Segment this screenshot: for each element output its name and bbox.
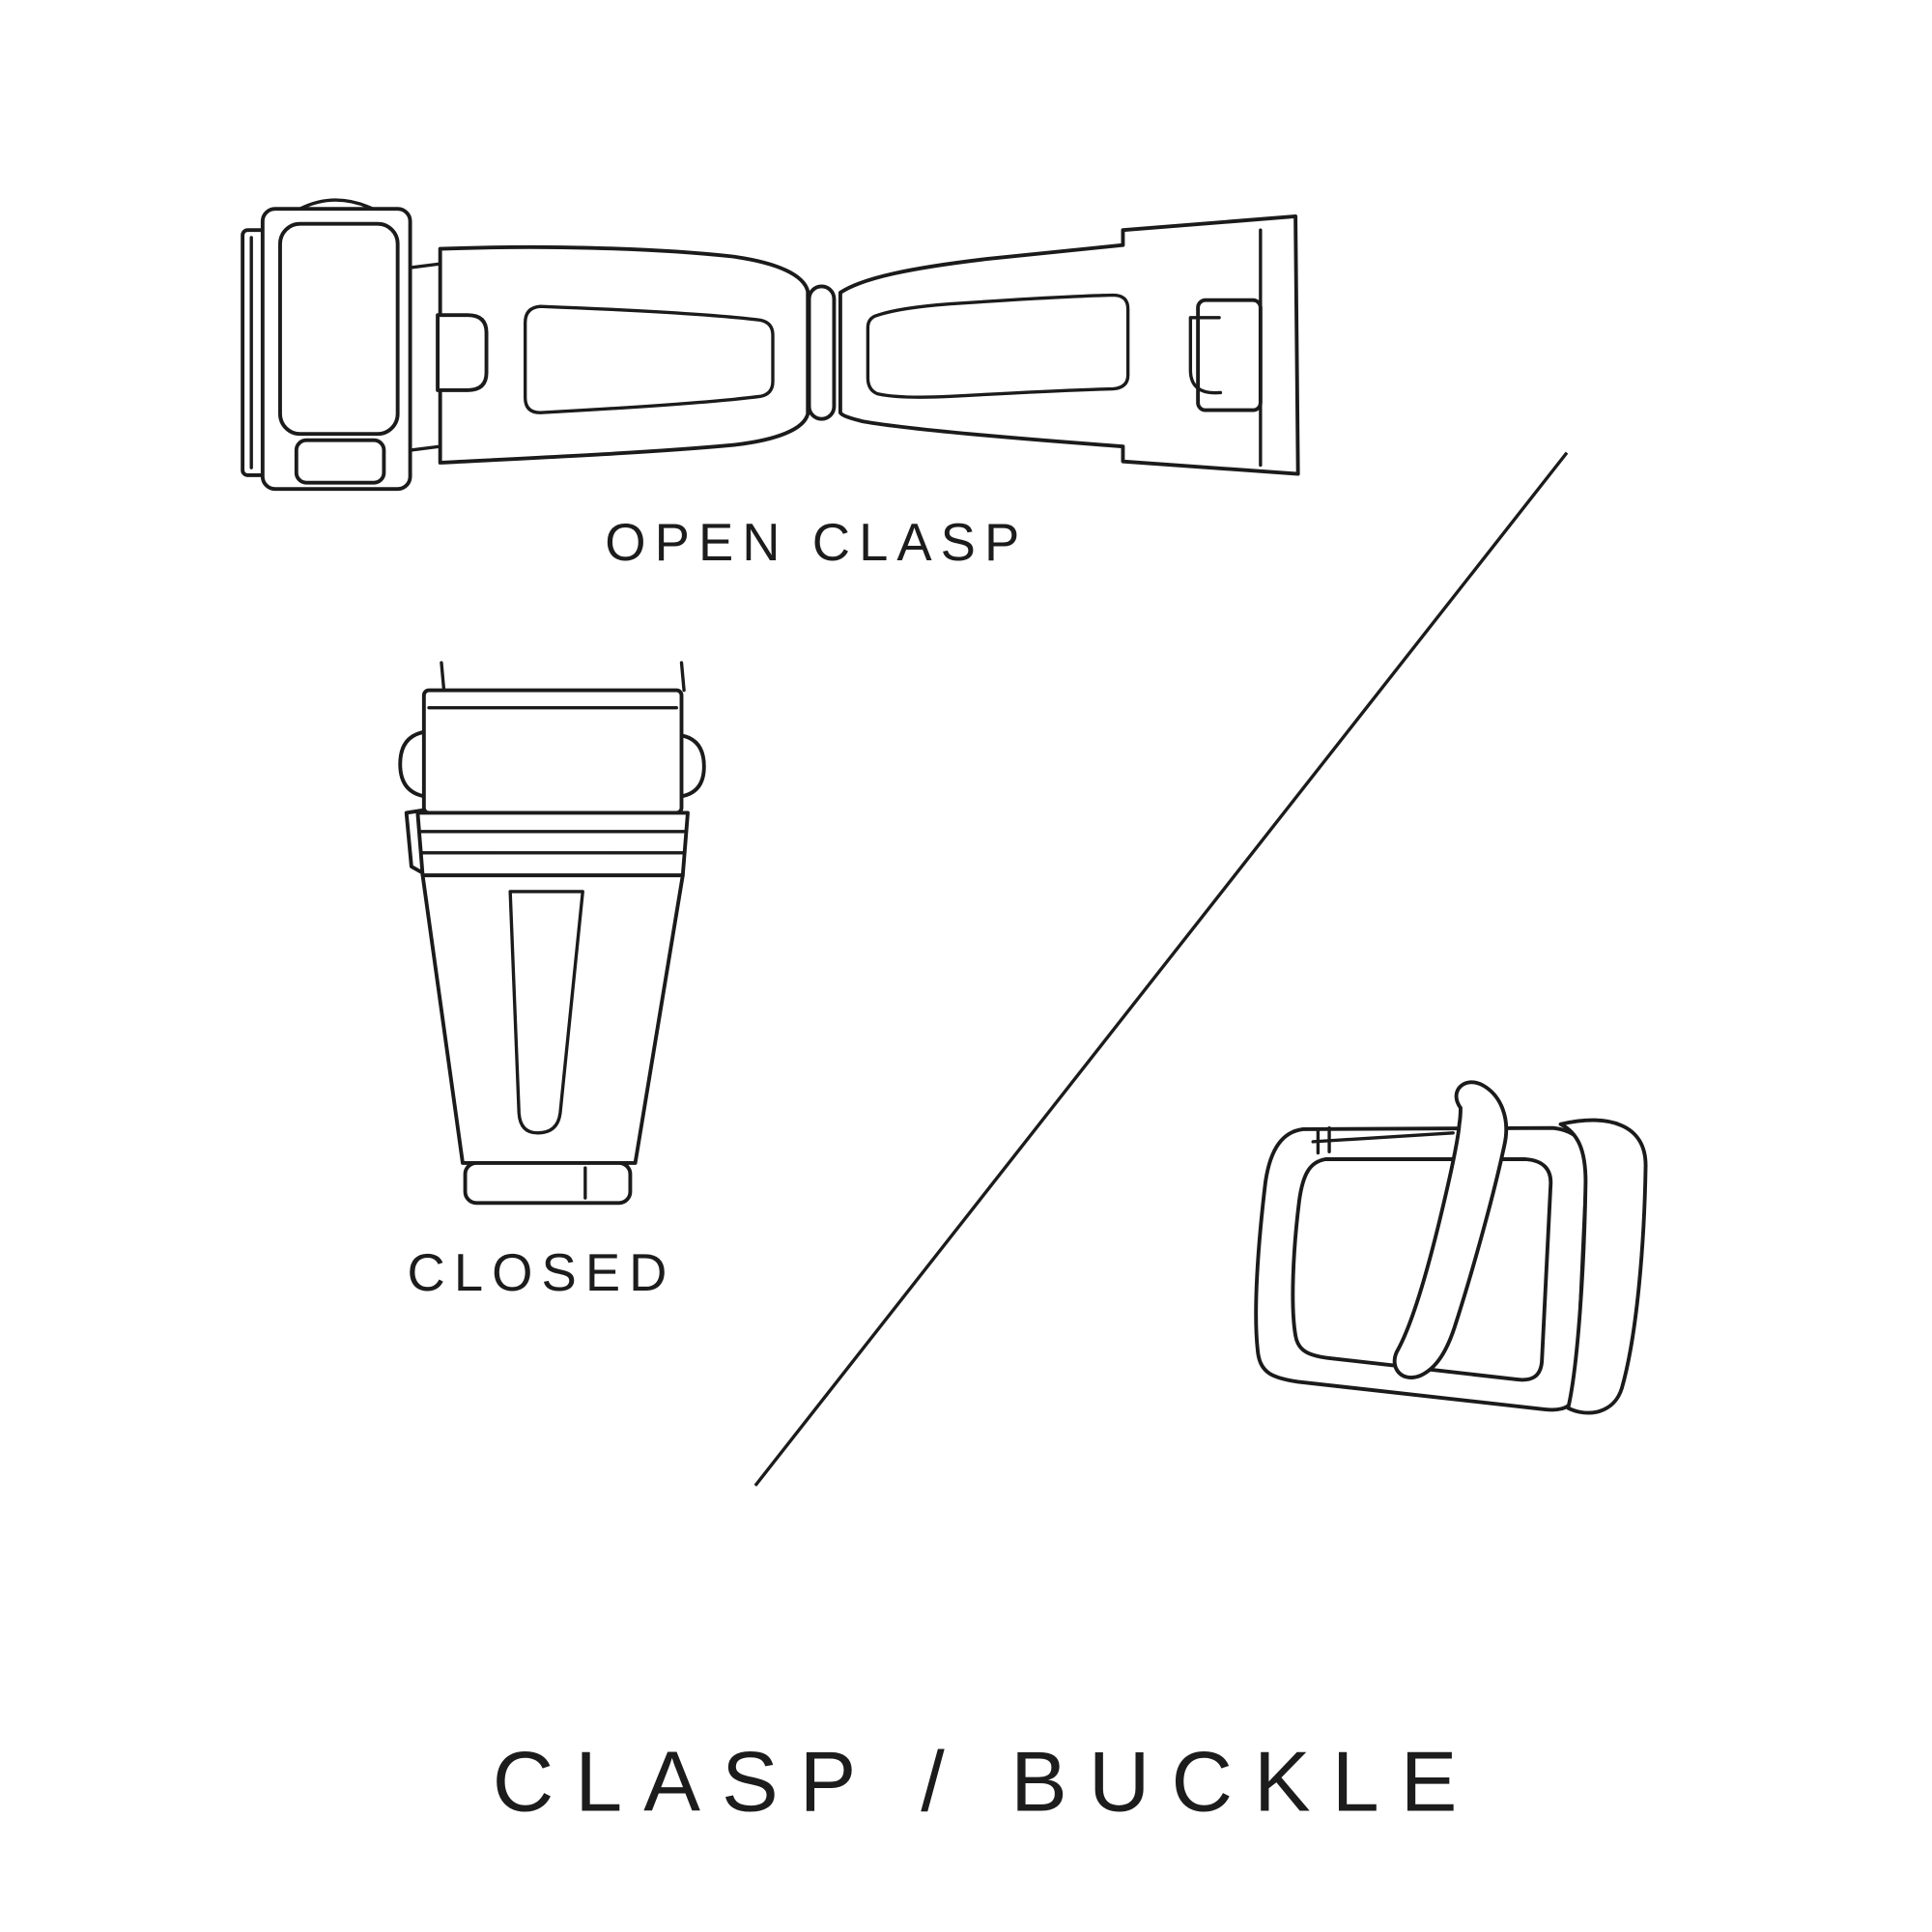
closed-clasp-bump-left — [398, 729, 429, 799]
open-clasp-right-window — [866, 293, 1130, 399]
open-clasp-label: OPEN CLASP — [605, 513, 1028, 572]
divider-line — [753, 451, 1569, 1487]
closed-clasp-prong-left — [440, 661, 446, 693]
open-clasp-left-notch — [436, 313, 489, 392]
buckle-pin-axis — [1311, 1131, 1455, 1144]
open-clasp-hinge — [807, 284, 837, 421]
open-clasp-neck-top — [408, 262, 442, 270]
open-clasp-right-arm-outline — [838, 214, 1300, 476]
open-clasp-left-window — [524, 304, 775, 414]
open-clasp-neck-bottom — [408, 444, 442, 452]
closed-clasp-bump-right — [678, 733, 706, 799]
buckle-tang — [1392, 1080, 1509, 1379]
closed-clasp-foot — [463, 1160, 633, 1206]
buckle-right-roll — [1558, 1118, 1648, 1415]
page-title: CLASP / BUCKLE — [493, 1733, 1479, 1829]
buckle-illustration — [1254, 1080, 1648, 1415]
open-clasp-left-end — [241, 198, 442, 492]
open-clasp-right-hook — [1188, 316, 1223, 395]
closed-label: CLOSED — [408, 1243, 676, 1302]
open-clasp-left-lip — [294, 438, 386, 485]
closed-clasp-slot — [508, 890, 584, 1135]
closed-clasp-body — [420, 873, 685, 1165]
open-clasp-illustration: OPEN CLASP — [241, 198, 1300, 572]
open-clasp-top-bump — [298, 198, 375, 211]
open-clasp-right-catch — [1196, 298, 1263, 412]
open-clasp-left-arm-outline — [438, 244, 810, 465]
open-clasp-left-arm — [436, 244, 810, 465]
closed-clasp-illustration: CLOSED — [398, 661, 706, 1302]
closed-clasp-prong-right — [679, 661, 686, 693]
open-clasp-left-inner — [278, 221, 400, 437]
closed-clasp-stripe-band — [415, 810, 690, 878]
open-clasp-right-arm — [838, 214, 1300, 476]
